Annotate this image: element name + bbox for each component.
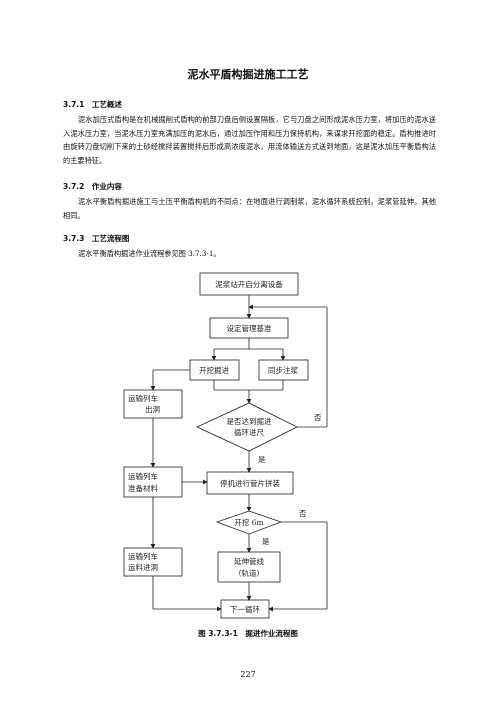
flow-grout-label: 同步注浆 <box>268 365 298 375</box>
flow-transport-out-label-2: 出洞 <box>145 404 160 414</box>
flow-excavate-label: 开挖掘进 <box>199 365 229 375</box>
flow-transport-prep-label-1: 运输列车 <box>128 471 158 481</box>
flow-decision1-label-1: 是否达到掘进 <box>227 416 272 426</box>
flow-decision2-label: 开挖 6m <box>234 517 263 527</box>
page-number: 227 <box>240 670 256 679</box>
flow-set-baseline-label: 设定管理基准 <box>227 323 272 333</box>
flow-transport-in-label-1: 运输列车 <box>128 551 158 561</box>
figure-caption: 图 3.7.3-1 掘进作业流程图 <box>198 629 298 638</box>
flow-extend-label-1: 延伸管线 <box>234 556 264 566</box>
section-heading-work-content: 3.7.2 作业内容 <box>63 182 122 191</box>
decision-cycle <box>196 402 298 452</box>
section-heading-overview: 3.7.1 工艺概述 <box>63 100 122 109</box>
flow-next-label: 下一循环 <box>230 604 260 614</box>
flow-yes2-label: 是 <box>262 537 270 546</box>
section-heading-flowchart: 3.7.3 工艺流程图 <box>63 234 130 243</box>
flow-decision1-label-2: 循环进尺 <box>234 427 264 437</box>
flow-no1-label: 否 <box>314 413 322 422</box>
flow-transport-out-label-1: 运输列车 <box>128 393 158 403</box>
paragraph-flowchart: 泥水平衡盾构掘进作业流程参见图 3.7.3-1。 <box>78 249 221 258</box>
flow-no2-label: 否 <box>299 509 307 518</box>
flow-start-label: 泥浆站开启分离设备 <box>215 279 283 289</box>
flow-transport-prep-label-2: 准备材料 <box>128 483 158 493</box>
flow-transport-in-label-2: 运料进洞 <box>128 562 158 572</box>
flow-extend-label-2: （轨道） <box>234 568 264 578</box>
paragraph-overview: 泥水加压式盾构是在机械掘削式盾构的前部刀盘后侧设置隔板，它与刀盘之间形成泥水压力… <box>63 115 436 165</box>
flow-stop-segments-label: 停机进行管片拼装 <box>220 478 280 488</box>
paragraph-work-content: 泥水平衡盾构掘进施工与土压平衡盾构机的不同点：在地面进行调制浆，泥水循环系统控制… <box>63 197 436 220</box>
flow-yes1-label: 是 <box>258 455 266 464</box>
page-title: 泥水平盾构掘进施工工艺 <box>187 68 309 81</box>
